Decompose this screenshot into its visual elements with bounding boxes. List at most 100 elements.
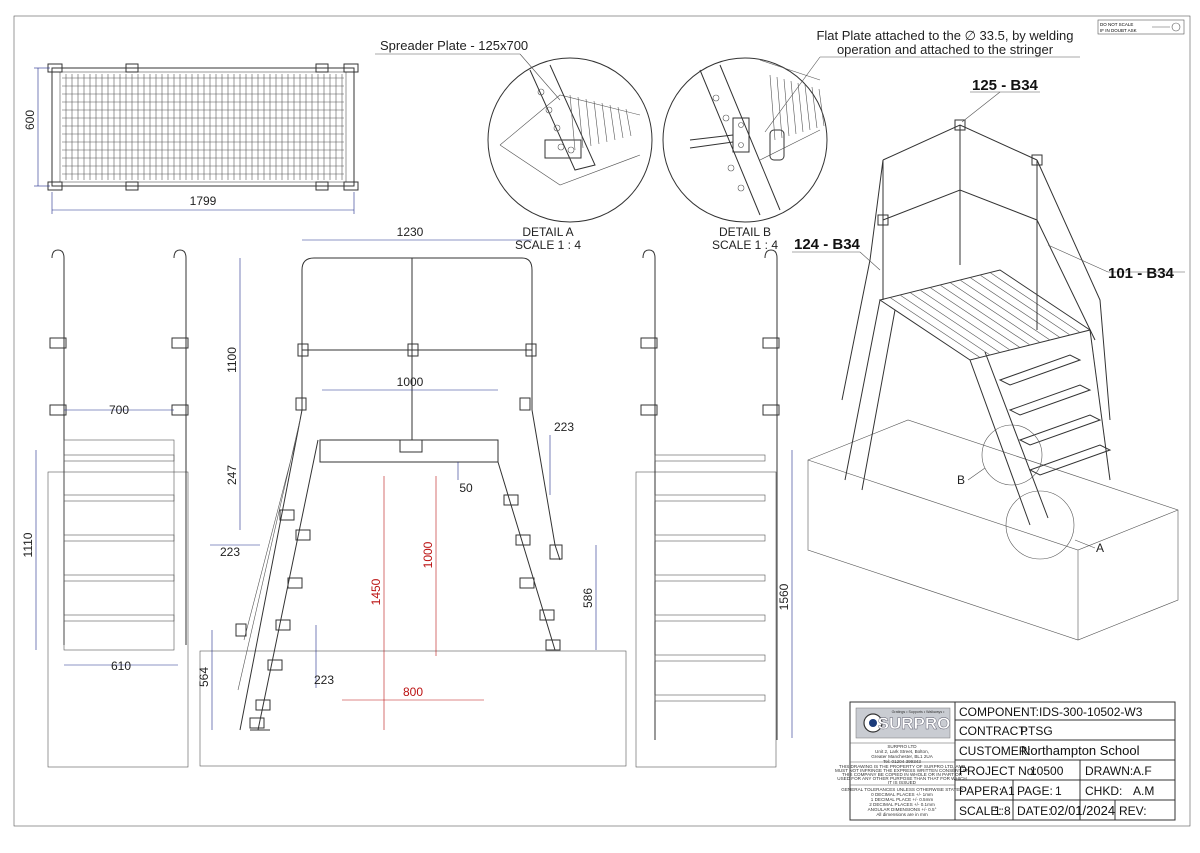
step-tread (654, 654, 766, 662)
side-dim-223-right: 223 (554, 420, 574, 434)
flat-plate-callout-line1: Flat Plate attached to the ∅ 33.5, by we… (816, 28, 1073, 43)
svg-text:IT IS ISSUED: IT IS ISSUED (888, 780, 917, 785)
stair-bracket (249, 717, 265, 729)
scale-field: 1:8 (994, 804, 1011, 818)
plan-length-dim: 1799 (190, 194, 217, 208)
iso-label-124: 124 - B34 (794, 236, 861, 253)
side-dim-1450: 1450 (369, 578, 383, 605)
svg-text:REV:: REV: (1119, 804, 1147, 818)
svg-text:THIS COMPANY BE COPIED IN WHOL: THIS COMPANY BE COPIED IN WHOLE OR IN PA… (842, 772, 963, 777)
stair-bracket (267, 659, 283, 671)
stair-bracket (295, 529, 311, 541)
side-dim-586: 586 (581, 588, 595, 608)
svg-text:SCALE:: SCALE: (959, 804, 1002, 818)
date-field: 02/01/2024 (1050, 803, 1115, 818)
step-tread (63, 534, 175, 542)
step-tread (654, 494, 766, 502)
side-top-width-dim: 1230 (397, 225, 424, 239)
stair-bracket (515, 534, 531, 546)
stair-bracket (539, 609, 555, 621)
svg-text:DRAWN:: DRAWN: (1085, 764, 1133, 778)
detail-a-scale: SCALE 1 : 4 (515, 238, 581, 252)
svg-text:SURPRO LTD: SURPRO LTD (887, 744, 917, 749)
iso-label-b: B (957, 473, 965, 487)
stair-bracket (255, 699, 271, 711)
rear-view: 1560 (635, 249, 793, 768)
stair-bracket (545, 639, 561, 651)
svg-text:THIS DRAWING IS THE PROPERTY O: THIS DRAWING IS THE PROPERTY OF SURPRO L… (839, 764, 966, 769)
svg-text:IF IN DOUBT ASK: IF IN DOUBT ASK (1100, 28, 1137, 33)
iso-step (1008, 384, 1092, 416)
side-rail-height-dim: 1100 (225, 347, 239, 373)
step-tread (654, 454, 766, 462)
isometric-view: 125 - B34 124 - B34 101 - B34 B A (792, 77, 1185, 641)
paper-field: A1 (1000, 784, 1015, 798)
component-field: COMPONENT:IDS-300-10502-W3 (959, 705, 1143, 719)
project-field: 10500 (1030, 764, 1064, 778)
side-dim-50: 50 (459, 481, 473, 495)
step-tread (63, 614, 175, 622)
side-view: 1230 1000 1100 247 223 223 50 1450 1000 … (197, 225, 627, 767)
iso-step (1028, 444, 1112, 476)
svg-text:USED FOR ANY OTHER PURPOSE THA: USED FOR ANY OTHER PURPOSE THAN THAT FOR… (837, 776, 967, 781)
plan-width-dim: 600 (23, 110, 37, 130)
spreader-plate-callout: Spreader Plate - 125x700 (380, 38, 528, 53)
contract-field: PTSG (1020, 724, 1053, 738)
title-block: SURPRO Gratings • Supports • Walkways • … (835, 701, 1176, 821)
detail-b: Flat Plate attached to the ∅ 33.5, by we… (662, 28, 1080, 252)
checked-field: A.M (1133, 784, 1154, 798)
svg-text:1 DECIMAL PLACE +/- 0.5mm: 1 DECIMAL PLACE +/- 0.5mm (871, 797, 934, 802)
iso-label-101: 101 - B34 (1108, 265, 1175, 282)
svg-text:PROJECT No:: PROJECT No: (959, 764, 1037, 778)
svg-text:CONTRACT:: CONTRACT: (959, 724, 1028, 738)
side-dim-223-bottom: 223 (314, 673, 334, 687)
step-tread (654, 534, 766, 542)
svg-text:SURPRO: SURPRO (878, 714, 951, 733)
svg-text:DO NOT SCALE: DO NOT SCALE (1100, 22, 1133, 27)
svg-text:MUST NOT INFRINGE THE EXPRESS: MUST NOT INFRINGE THE EXPRESS WRITTEN CO… (835, 768, 969, 773)
svg-text:PAPER:: PAPER: (959, 784, 1002, 798)
iso-step (1018, 414, 1102, 446)
iso-step (998, 354, 1082, 386)
side-dim-1000-vertical: 1000 (421, 541, 435, 568)
side-platform-width-dim: 1000 (397, 375, 424, 389)
side-dim-223-left: 223 (220, 545, 240, 559)
svg-text:DATE:: DATE: (1017, 804, 1051, 818)
stair-bracket (503, 494, 519, 506)
svg-text:PAGE:: PAGE: (1017, 784, 1053, 798)
front-height-dim: 1110 (21, 532, 35, 557)
customer-field: Northampton School (1021, 743, 1140, 758)
detail-b-title: DETAIL B (719, 225, 771, 239)
svg-text:Unit 2, Lark Street, Bolton,: Unit 2, Lark Street, Bolton, (875, 749, 929, 754)
side-dim-564: 564 (197, 667, 211, 687)
iso-label-a: A (1096, 541, 1104, 555)
page-field: 1 (1055, 784, 1062, 798)
do-not-scale-stamp: DO NOT SCALE IF IN DOUBT ASK (1097, 19, 1185, 35)
detail-a-title: DETAIL A (522, 225, 573, 239)
stair-bracket (279, 509, 295, 521)
step-tread (63, 454, 175, 462)
svg-text:0 DECIMAL PLACES +/- 1mm: 0 DECIMAL PLACES +/- 1mm (871, 792, 933, 797)
step-tread (654, 694, 766, 702)
iso-label-125: 125 - B34 (972, 77, 1039, 94)
flat-plate-callout-line2: operation and attached to the stringer (837, 42, 1054, 57)
step-tread (654, 574, 766, 582)
svg-text:2 DECIMAL PLACES +/- 0.1mm: 2 DECIMAL PLACES +/- 0.1mm (869, 802, 935, 807)
svg-text:ANGULAR DIMENSIONS +/- 0.5°: ANGULAR DIMENSIONS +/- 0.5° (868, 807, 937, 812)
svg-text:Tel: 01204 399343: Tel: 01204 399343 (883, 759, 921, 764)
svg-text:All dimensions are in mm: All dimensions are in mm (876, 812, 927, 817)
surpro-logo (855, 707, 951, 739)
rear-height-dim: 1560 (777, 583, 791, 610)
front-top-width-dim: 700 (109, 403, 129, 417)
stair-bracket (519, 577, 535, 589)
front-bottom-width-dim: 610 (111, 659, 131, 673)
step-tread (63, 574, 175, 582)
svg-text:CUSTOMER:: CUSTOMER: (959, 744, 1031, 758)
sheet-border (13, 15, 1191, 827)
svg-text:GENERAL TOLERANCES UNLESS OTHE: GENERAL TOLERANCES UNLESS OTHERWISE STAT… (841, 787, 963, 792)
side-dim-247: 247 (225, 465, 239, 485)
front-view: 700 610 1110 (21, 249, 189, 768)
svg-text:Gratings • Supports • Walkways: Gratings • Supports • Walkways • (892, 710, 946, 714)
plan-grating (62, 74, 344, 180)
